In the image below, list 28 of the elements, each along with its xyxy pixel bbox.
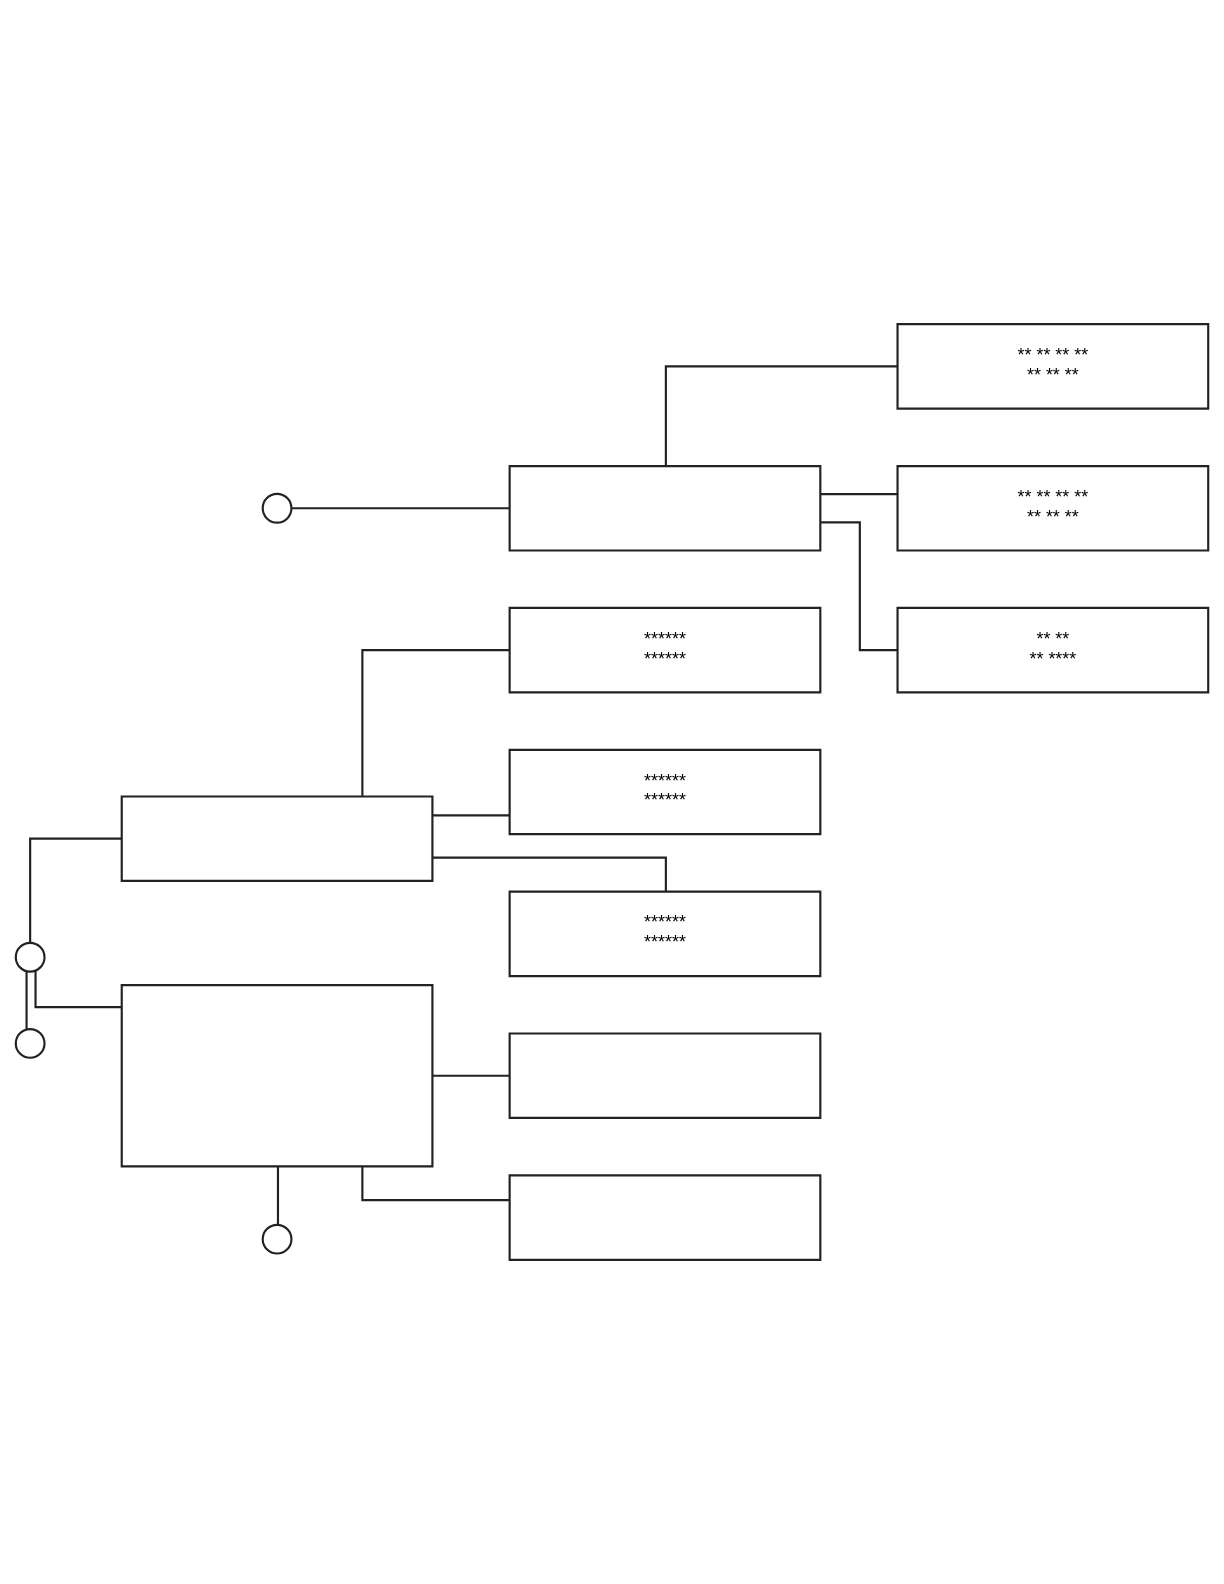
- node-box: ** ** ** ** ** ** **: [896, 464, 1210, 552]
- node-box: ** ** ** ****: [896, 606, 1210, 694]
- connector: [820, 493, 898, 496]
- connector: [276, 1166, 280, 1225]
- connector: [361, 649, 510, 797]
- node-box: ****** ******: [508, 606, 822, 694]
- connector: [432, 856, 667, 892]
- node-circle: [14, 941, 46, 973]
- connector: [25, 971, 28, 1030]
- node-box: [120, 795, 434, 882]
- node-circle: [261, 1223, 293, 1255]
- node-box: ****** ******: [508, 748, 822, 836]
- node-box: [508, 1032, 822, 1120]
- node-box: ****** ******: [508, 890, 822, 978]
- node-box: ** ** ** ** ** ** **: [896, 323, 1210, 410]
- connector: [29, 837, 122, 943]
- connector: [34, 970, 122, 1009]
- connector: [820, 521, 898, 652]
- node-circle: [261, 492, 293, 524]
- node-box: [508, 1174, 822, 1261]
- node-box: [508, 464, 822, 552]
- connector: [664, 365, 898, 466]
- connector: [291, 507, 510, 510]
- connector: [432, 814, 510, 817]
- node-box: [120, 983, 434, 1168]
- connector: [432, 1074, 510, 1077]
- node-circle: [14, 1027, 46, 1059]
- connector: [361, 1166, 510, 1202]
